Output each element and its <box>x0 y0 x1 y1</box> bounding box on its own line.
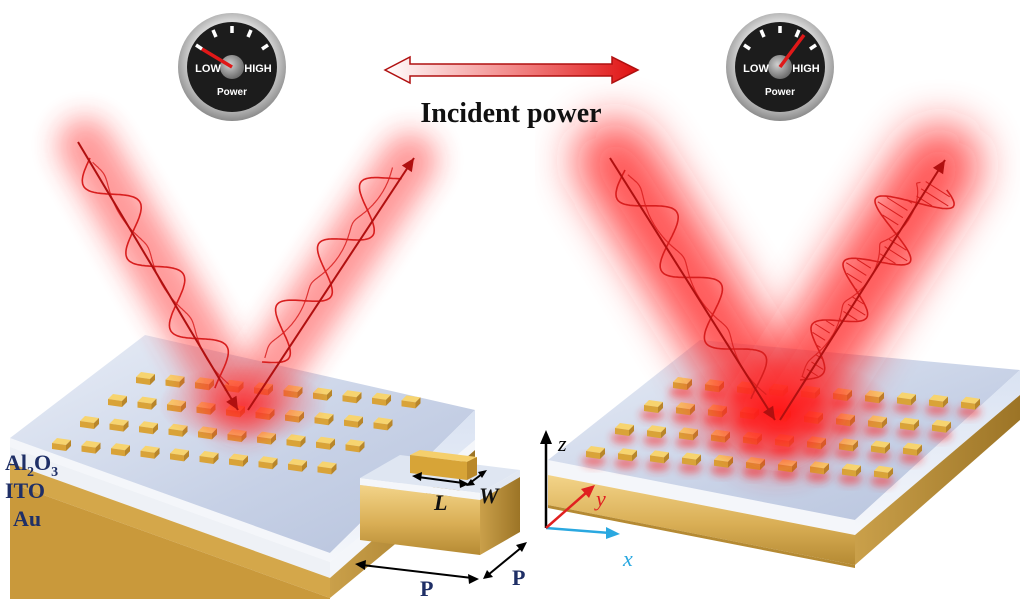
power-gauge-high: LOW HIGH Power <box>726 13 834 121</box>
nanoblock <box>170 448 189 462</box>
nanoblock <box>372 392 391 406</box>
nanoblock <box>614 448 638 470</box>
incident-wave-right <box>615 169 768 400</box>
layer-label-ito: ITO <box>5 478 45 503</box>
layer-label-al2o3: Al2O3 <box>5 450 58 480</box>
length-label: L <box>433 490 447 515</box>
nanoblock <box>646 450 670 472</box>
nanoblock <box>899 442 923 464</box>
axis-x-label: x <box>622 546 633 571</box>
nanoblock <box>401 395 421 409</box>
power-gauge-low: LOW HIGH Power <box>178 13 286 121</box>
right-substrate <box>548 340 1020 568</box>
nanoblock <box>342 390 362 404</box>
nanoblock <box>229 453 248 467</box>
nanoblock <box>344 414 363 428</box>
left-beam-glow <box>57 117 438 445</box>
nanoblock <box>137 396 157 410</box>
nanoblock <box>925 394 949 416</box>
dimension-arrows <box>355 470 527 584</box>
nanoblock <box>81 440 101 454</box>
light-waves <box>77 141 955 421</box>
nanoblock <box>80 416 99 429</box>
nanoblock <box>582 446 606 467</box>
gauge-low-label: LOW <box>195 63 221 75</box>
nanoblock <box>199 451 219 464</box>
nanoblock <box>317 461 337 475</box>
incident-wave-left <box>81 157 230 389</box>
nanoblock <box>316 436 335 450</box>
nanoblock <box>345 439 365 453</box>
period-x-label: P <box>420 576 433 599</box>
incident-ray-left <box>77 141 239 411</box>
nanoblock <box>867 440 891 462</box>
unit-cell <box>360 450 520 555</box>
gauge-low-label: LOW <box>743 63 769 75</box>
gauge-needle-left <box>201 47 233 69</box>
nanoblock <box>139 421 158 435</box>
gauge-high-label: HIGH <box>792 63 820 75</box>
axis-y-label: y <box>594 486 606 511</box>
nanoblock <box>893 392 917 414</box>
nanoblock <box>136 372 155 385</box>
incident-power-title: Incident power <box>420 98 601 129</box>
axis-z-label: z <box>557 431 567 456</box>
nanoblock <box>896 417 920 439</box>
nanoblock <box>957 396 981 418</box>
nanoblock <box>108 394 127 407</box>
gauge-high-label: HIGH <box>244 63 272 75</box>
coordinate-axes <box>540 430 620 539</box>
nanoblock <box>928 419 952 441</box>
gauge-caption: Power <box>765 87 795 98</box>
reflected-ray-left <box>247 157 415 411</box>
nanoblock <box>258 456 278 470</box>
nanoblock <box>870 465 894 487</box>
nanoblock <box>838 463 862 485</box>
nanoblock <box>140 445 160 459</box>
nanoblock <box>109 418 129 432</box>
gauge-needle-right <box>778 33 806 69</box>
nanoblock <box>373 417 393 431</box>
power-double-arrow <box>383 55 640 85</box>
width-label: W <box>479 483 500 508</box>
reflected-ray-right <box>779 159 946 421</box>
gauge-caption: Power <box>217 87 247 98</box>
nanoblock <box>643 425 667 447</box>
incident-ray-right <box>609 157 776 421</box>
nanoblock <box>111 443 130 457</box>
nanoblock <box>288 458 307 472</box>
period-y-label: P <box>512 565 525 590</box>
nanoblock <box>678 452 702 474</box>
nanoblock <box>611 423 635 444</box>
layer-label-au: Au <box>13 506 41 531</box>
reflected-wave-left <box>261 167 402 364</box>
nanoblock <box>52 438 71 451</box>
